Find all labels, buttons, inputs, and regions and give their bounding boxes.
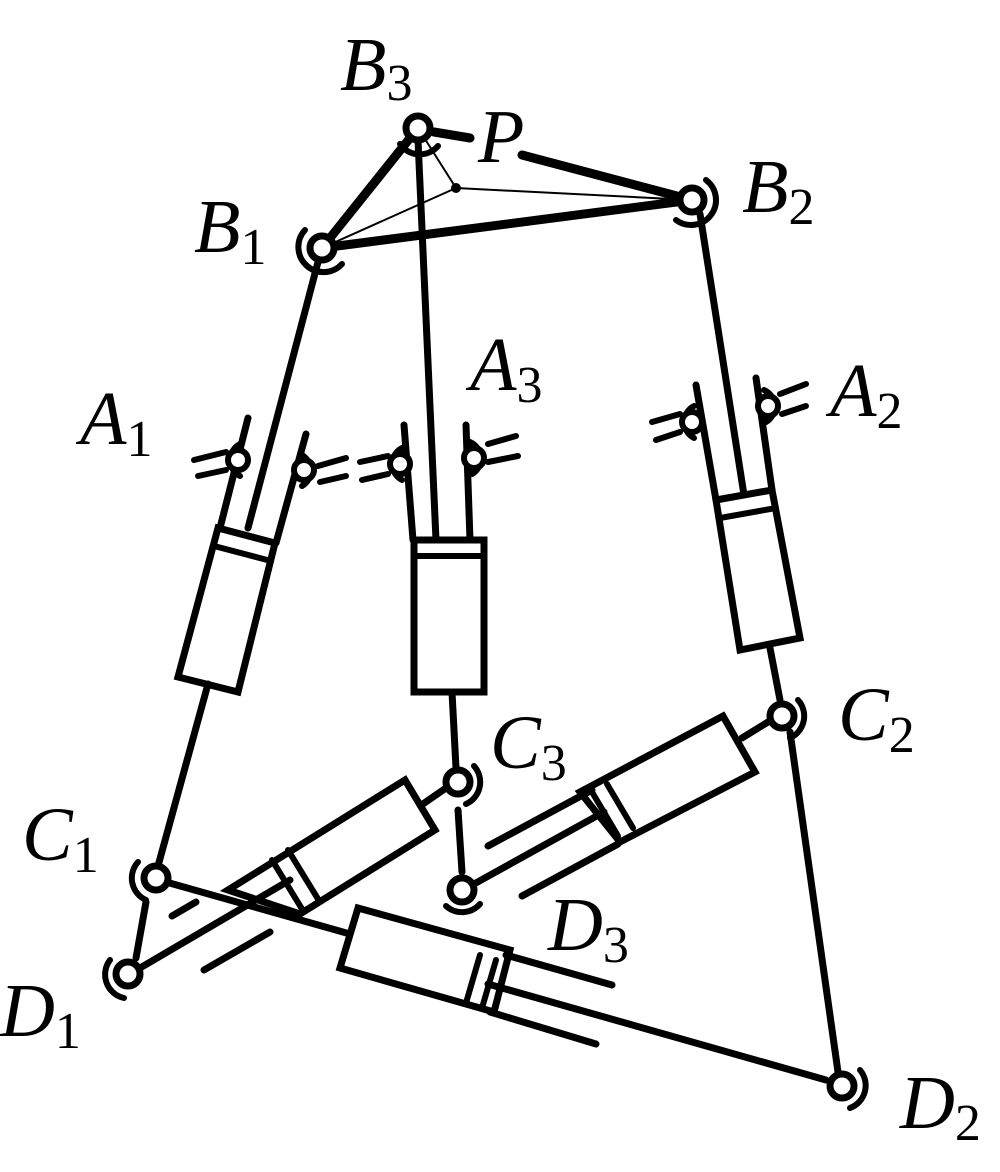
label-b3: B3 — [340, 23, 412, 112]
cylinder-1 — [173, 523, 280, 697]
label-b2: B2 — [742, 145, 814, 236]
label-c1: C1 — [22, 793, 99, 884]
actuator-c2-d3 — [454, 711, 772, 900]
leg-3 — [400, 136, 488, 772]
joint-a3 — [357, 433, 521, 483]
label-b1: B1 — [194, 185, 266, 276]
label-p: P — [477, 95, 524, 179]
joint-d3 — [443, 874, 483, 916]
label-a2: A2 — [825, 349, 902, 440]
joint-b2 — [673, 177, 719, 228]
label-d1: D1 — [0, 969, 81, 1060]
platform-center-point — [451, 183, 461, 193]
actuator-c1-d2 — [132, 878, 830, 1084]
joint-c1 — [128, 859, 172, 903]
cylinder-3 — [410, 536, 488, 696]
label-d2: D2 — [899, 1061, 981, 1152]
joint-c2 — [766, 697, 808, 741]
label-c2: C2 — [838, 673, 915, 764]
cylinder-c2-d3 — [574, 711, 760, 847]
joint-d1 — [102, 957, 144, 1001]
actuator-c3-d1 — [136, 775, 450, 974]
leg-1 — [154, 258, 322, 870]
label-a3: A3 — [465, 323, 542, 414]
joint-b1 — [295, 227, 345, 276]
joint-a1 — [191, 441, 349, 489]
leg-2 — [692, 210, 842, 1076]
joint-d2 — [826, 1067, 869, 1111]
label-d3: D3 — [547, 883, 629, 974]
cylinder-2 — [712, 485, 805, 655]
joint-c3 — [442, 763, 484, 807]
cylinder-c3-d1 — [219, 775, 440, 918]
joint-b3 — [397, 112, 441, 158]
label-a1: A1 — [75, 377, 152, 468]
label-c3: C3 — [490, 701, 567, 792]
joint-a2 — [649, 381, 809, 443]
